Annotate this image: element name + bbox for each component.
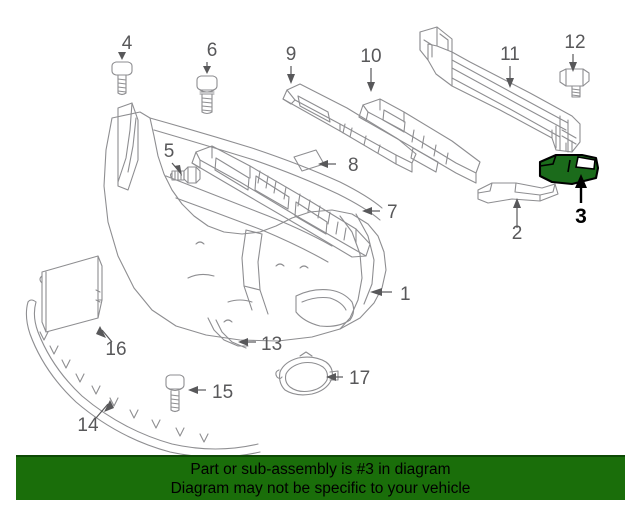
diagram-canvas: 4 5 6 9 10 11 12 8 7 1 13 15 17 16 14 2 …	[25, 26, 600, 455]
callout-label-8: 8	[348, 155, 359, 176]
callout-label-2: 2	[512, 223, 523, 244]
callout-leader-12	[569, 54, 577, 72]
banner-line-disclaimer: Diagram may not be specific to your vehi…	[170, 479, 471, 497]
callout-label-17: 17	[349, 368, 370, 389]
callout-leader-7	[362, 207, 380, 215]
part-4-bolt	[111, 61, 133, 96]
callout-labels: 4 5 6 9 10 11 12 8 7 1 13 15 17 16 14 2 …	[77, 32, 586, 436]
callout-label-11: 11	[500, 44, 520, 65]
part-13-lower-valance	[207, 317, 249, 349]
callout-label-10: 10	[360, 46, 381, 67]
callout-leader-3	[575, 174, 587, 203]
callout-leader-5	[171, 162, 182, 176]
callout-label-5: 5	[164, 141, 175, 162]
callout-label-4: 4	[122, 33, 133, 54]
part-9-absorber-upper	[282, 83, 417, 173]
part-6-bolt	[196, 75, 218, 115]
callout-label-7: 7	[387, 202, 398, 223]
callout-label-16: 16	[105, 339, 126, 360]
part-16-license-bracket	[39, 255, 103, 333]
part-3-bracket-right-highlighted	[538, 153, 600, 186]
callout-leader-16	[96, 326, 113, 343]
callout-leader-11	[506, 66, 514, 88]
callout-leader-4	[118, 52, 126, 60]
callout-label-6: 6	[207, 40, 218, 61]
callout-leader-9	[287, 66, 295, 84]
part-12-bolt	[559, 68, 590, 98]
callout-label-1: 1	[400, 284, 411, 305]
part-14-air-dam	[25, 299, 261, 455]
callout-leader-8	[318, 160, 336, 168]
part-1-bumper-cover	[103, 102, 387, 342]
part-7-reinforcement-lower	[191, 145, 371, 258]
callout-leader-14	[95, 400, 114, 419]
callout-leader-13	[238, 338, 256, 346]
callout-label-3: 3	[575, 205, 587, 228]
part-8-pad	[293, 149, 325, 172]
callout-leader-1	[370, 288, 392, 296]
diagram-svg: 4 5 6 9 10 11 12 8 7 1 13 15 17 16 14 2 …	[25, 26, 600, 455]
part-10-absorber-lower	[358, 98, 481, 184]
callout-label-9: 9	[286, 44, 297, 65]
callout-label-15: 15	[212, 382, 233, 403]
callout-leader-10	[367, 68, 375, 92]
part-17-fog-lamp-bezel	[275, 351, 339, 396]
callout-label-12: 12	[564, 32, 585, 53]
callout-leader-6	[203, 62, 211, 74]
callout-leader-15	[188, 386, 206, 394]
banner-line-part-number: Part or sub-assembly is #3 in diagram	[190, 460, 451, 478]
callout-label-14: 14	[77, 415, 99, 436]
callout-label-13: 13	[261, 334, 282, 355]
part-5-bolt	[169, 166, 201, 184]
callout-leader-17	[326, 373, 343, 381]
part-2-bracket-left	[477, 182, 559, 204]
diagram-note-banner: Part or sub-assembly is #3 in diagram Di…	[16, 455, 625, 500]
callout-leader-2	[513, 198, 521, 228]
part-15-bolt	[165, 374, 185, 413]
part-11-impact-bar	[419, 26, 581, 153]
